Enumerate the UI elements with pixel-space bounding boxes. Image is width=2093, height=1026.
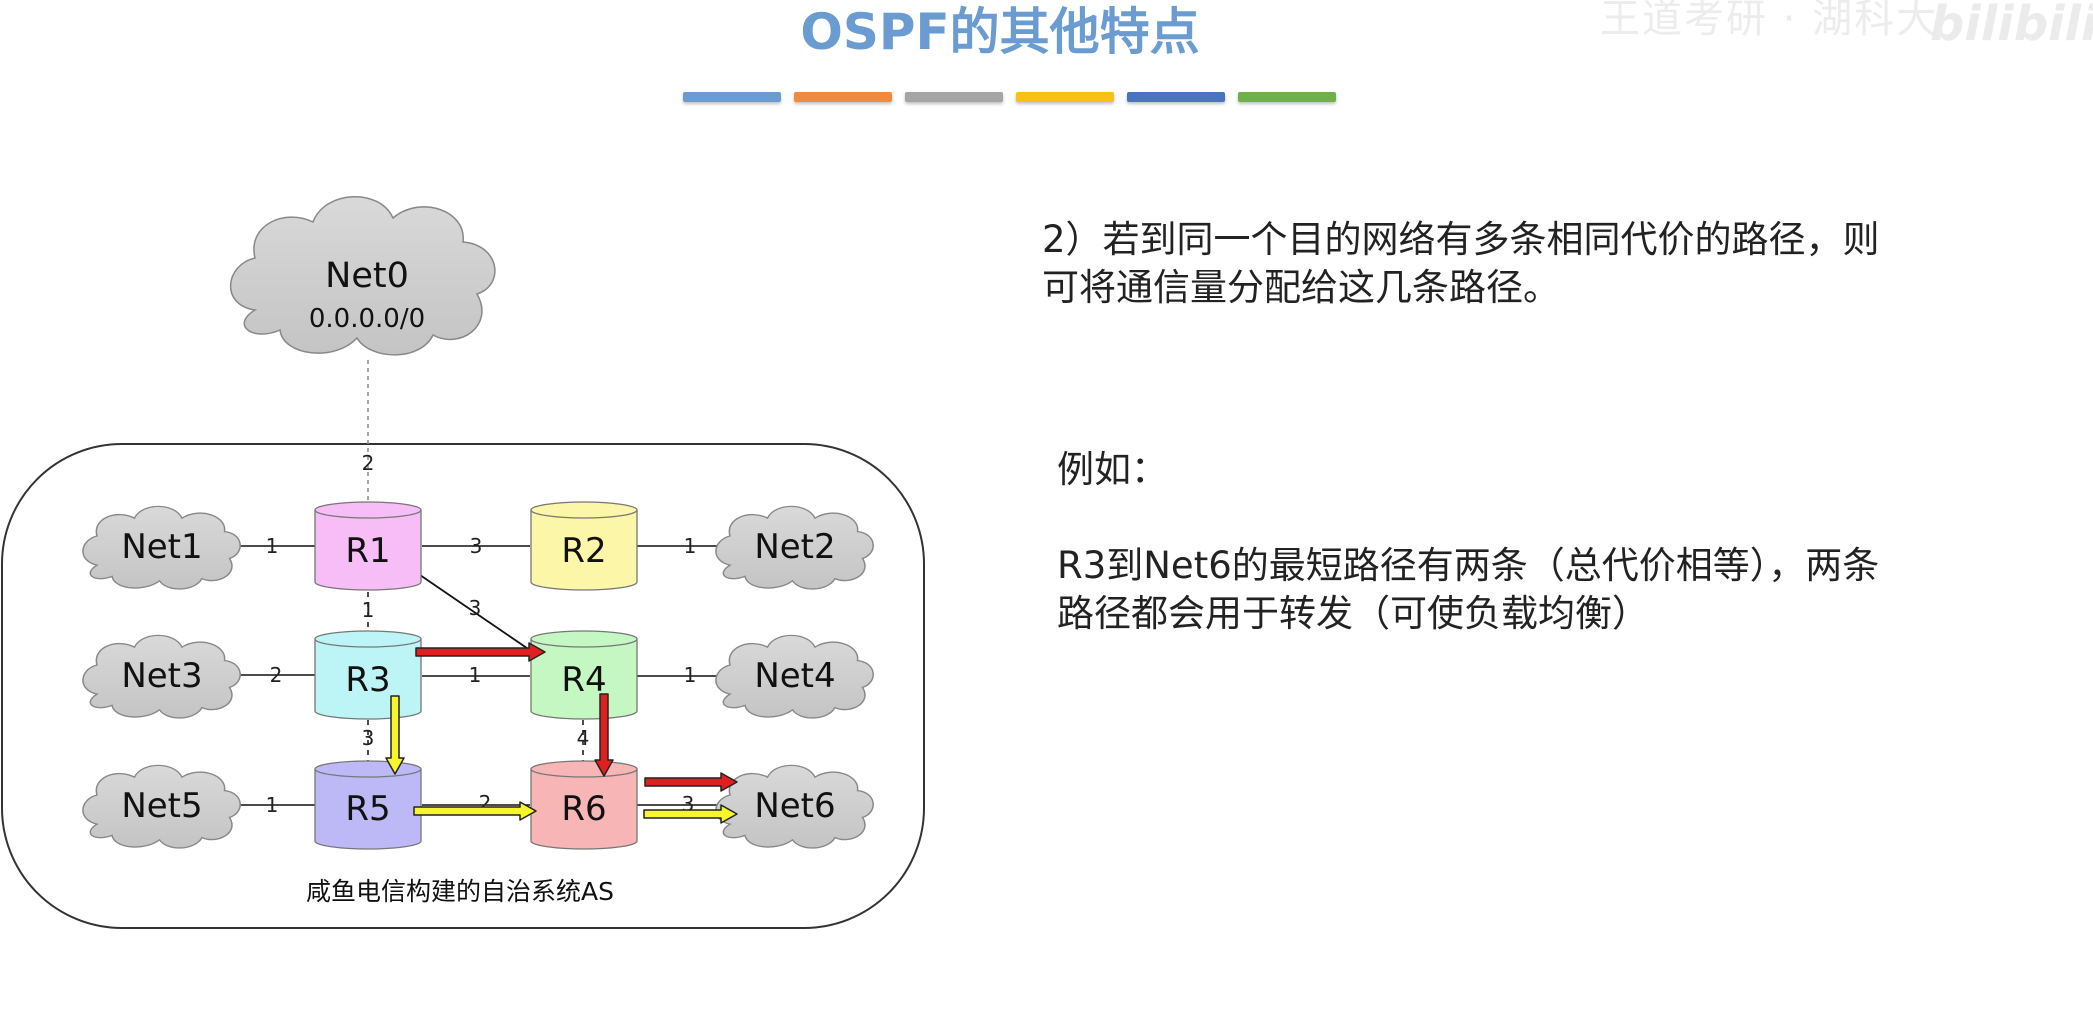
path-arrow-r5-r6 [413, 801, 537, 821]
net1-label: Net1 [121, 527, 202, 567]
path-arrow-r4-r6 [594, 693, 614, 777]
net4-label: Net4 [754, 656, 835, 696]
cost-r3-r5: 3 [362, 726, 375, 750]
path-arrow-r6-net6-red [644, 772, 738, 792]
network-cloud-3 [82, 634, 241, 719]
path-arrow-r3-r4 [415, 642, 546, 662]
point-text-continued: 可将通信量分配给这几条路径。 [1042, 266, 1560, 309]
color-bar-segment-3 [905, 92, 1003, 102]
cost-net1-r1: 1 [266, 534, 279, 558]
r1-label: R1 [345, 531, 390, 571]
cost-net0-r1: 2 [362, 451, 375, 475]
cost-r1-r3: 1 [362, 598, 375, 622]
router-r1-shape [314, 501, 422, 591]
watermark-text: 王道考研 · 湖科大 [1600, 0, 1939, 42]
router-r6-shape [530, 760, 638, 850]
color-bar-segment-6 [1238, 92, 1336, 102]
r4-label: R4 [561, 660, 606, 700]
color-bar-segment-5 [1127, 92, 1225, 102]
cost-net5-r5: 1 [266, 793, 279, 817]
r3-label: R3 [345, 660, 390, 700]
example-line-1: R3到Net6的最短路径有两条（总代价相等），两条 [1057, 544, 1880, 587]
network-cloud-2 [715, 505, 874, 590]
net6-label: Net6 [754, 786, 835, 826]
r5-label: R5 [345, 789, 390, 829]
net3-label: Net3 [121, 656, 202, 696]
network-cloud-5 [82, 764, 241, 849]
cost-r1-r2: 3 [470, 534, 483, 558]
bilibili-logo: bilibili [1930, 0, 2093, 52]
r6-label: R6 [561, 789, 606, 829]
net0-cloud [229, 196, 496, 356]
cost-r4-net4: 1 [684, 663, 697, 687]
network-clouds [82, 505, 874, 849]
path-arrow-r3-r5 [385, 695, 405, 775]
cost-r3-r4: 1 [469, 663, 482, 687]
cost-net3-r3: 2 [270, 663, 283, 687]
cost-r1-r4: 3 [469, 596, 482, 620]
router-r2-shape [530, 501, 638, 591]
example-label: 例如： [1057, 448, 1168, 491]
path-arrow-r6-net6-yellow [643, 804, 738, 824]
example-line-2: 路径都会用于转发（可使负载均衡） [1057, 592, 1649, 635]
net0-name: Net0 [325, 256, 409, 296]
slide-title: OSPF的其他特点 [800, 3, 1200, 61]
color-bar-segment-1 [683, 92, 781, 102]
point-text: 2）若到同一个目的网络有多条相同代价的路径，则 [1042, 218, 1880, 261]
net0-address: 0.0.0.0/0 [309, 304, 425, 334]
autonomous-system-boundary [1, 443, 925, 929]
network-cloud-4 [715, 634, 874, 719]
r2-label: R2 [561, 531, 606, 571]
as-label: 咸鱼电信构建的自治系统AS [306, 877, 614, 906]
net5-label: Net5 [121, 786, 202, 826]
equal-cost-path-arrows [385, 642, 738, 824]
ospf-network-diagram: Net0 0.0.0.0/0 2 1 3 1 1 3 2 1 1 3 4 1 2… [1, 196, 925, 929]
link-r1-r4 [419, 574, 541, 658]
network-cloud-6 [715, 764, 874, 849]
network-cloud-1 [82, 505, 241, 590]
color-bar-segment-2 [794, 92, 892, 102]
cost-r2-net2: 1 [684, 534, 697, 558]
router-r4-shape [530, 630, 638, 720]
net2-label: Net2 [754, 527, 835, 567]
color-bar-segment-4 [1016, 92, 1114, 102]
cost-r4-r6: 4 [577, 726, 590, 750]
